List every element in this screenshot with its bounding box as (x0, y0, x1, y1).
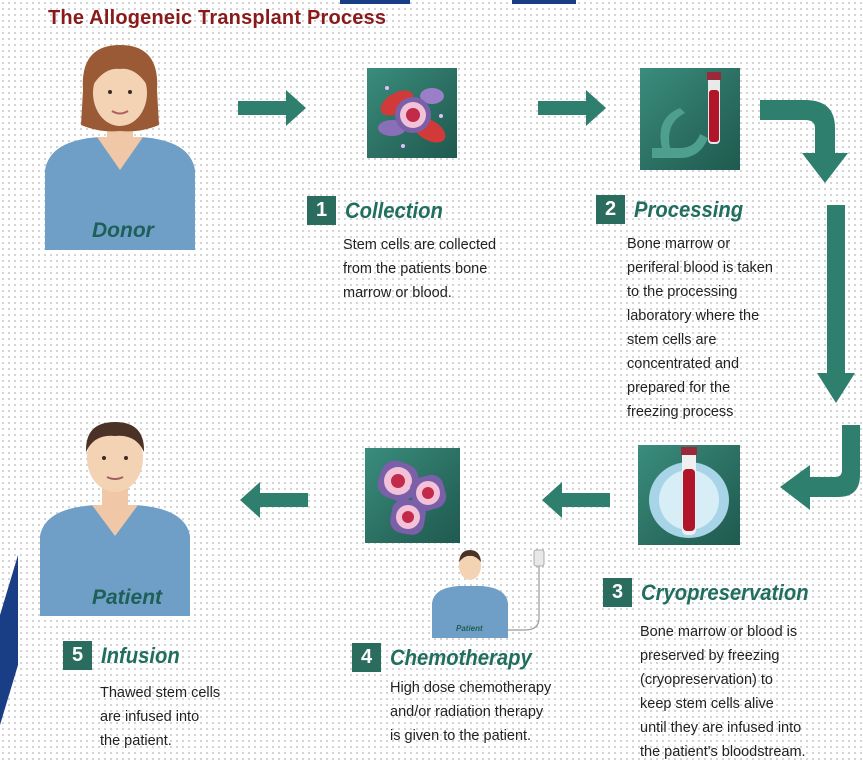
chemotherapy-image (365, 448, 460, 543)
top-bar-left (340, 0, 410, 4)
arrow-right-2 (538, 88, 608, 128)
step-1-title: Collection (345, 198, 443, 224)
step-5-description: Thawed stem cells are infused into the p… (100, 681, 220, 753)
small-patient-figure (430, 548, 555, 638)
arrow-right-1 (238, 88, 308, 128)
step-1-description: Stem cells are collected from the patien… (343, 233, 496, 305)
step-2-number: 2 (596, 195, 625, 224)
cryopreservation-image (638, 445, 740, 545)
arrow-left-1 (540, 480, 610, 520)
step-2-description: Bone marrow or periferal blood is taken … (627, 232, 773, 424)
step-3-title: Cryopreservation (641, 580, 809, 606)
top-bar-right (512, 0, 576, 4)
step-5-number: 5 (63, 641, 92, 670)
arrow-left-2 (238, 480, 308, 520)
step-5-title: Infusion (101, 643, 180, 669)
step-2-title: Processing (634, 197, 743, 223)
step-3-description: Bone marrow or blood is preserved by fre… (640, 620, 806, 764)
step-4-description: High dose chemotherapy and/or radiation … (390, 676, 551, 748)
navy-side-decoration (0, 555, 40, 762)
step-1-header: 1 Collection (307, 196, 451, 225)
arrow-curve-left (780, 425, 860, 515)
step-4-title: Chemotherapy (390, 645, 532, 671)
step-3-number: 3 (603, 578, 632, 607)
step-5-header: 5 Infusion (63, 641, 187, 670)
collection-image (367, 68, 457, 158)
patient-label: Patient (92, 586, 162, 610)
donor-label: Donor (92, 219, 154, 243)
arrow-down (820, 205, 860, 405)
processing-image (640, 68, 740, 170)
step-4-header: 4 Chemotherapy (352, 643, 544, 672)
arrow-curve-down-1 (760, 98, 863, 188)
page-title: The Allogeneic Transplant Process (48, 7, 386, 30)
step-2-header: 2 Processing (596, 195, 753, 224)
step-4-number: 4 (352, 643, 381, 672)
step-1-number: 1 (307, 196, 336, 225)
step-3-header: 3 Cryopreservation (603, 578, 823, 607)
small-patient-label: Patient (456, 624, 483, 633)
